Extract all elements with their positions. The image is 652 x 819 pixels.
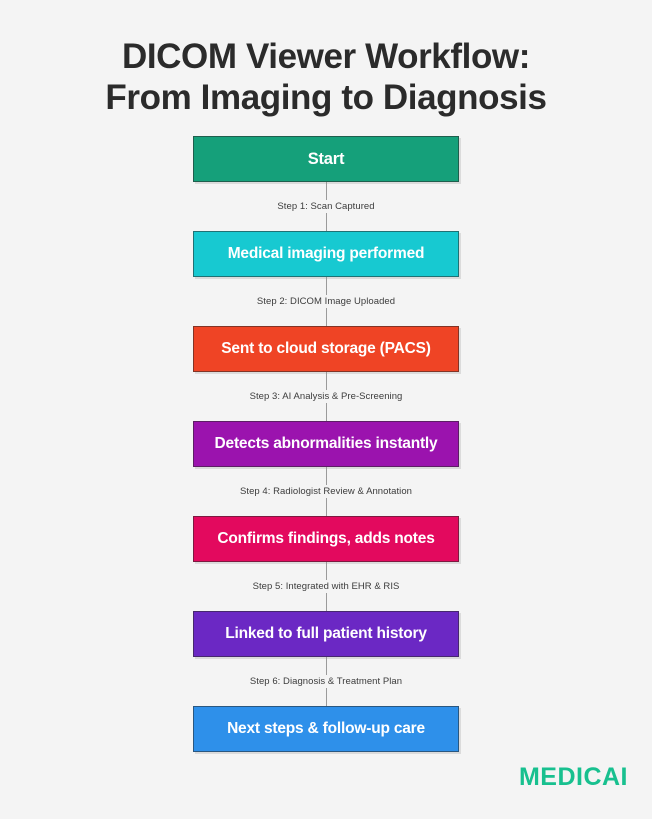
flow-node-label: Medical imaging performed	[227, 245, 425, 262]
flow-edge-label: Step 1: Scan Captured	[271, 200, 381, 213]
page-title-line-2: From Imaging to Diagnosis	[105, 78, 547, 117]
flow-node-patient-history[interactable]: Linked to full patient history	[193, 611, 459, 657]
flow-node-label: Start	[307, 149, 345, 168]
flow-connector-5: Step 5: Integrated with EHR & RIS	[193, 562, 459, 611]
flow-edge-label: Step 5: Integrated with EHR & RIS	[246, 580, 406, 593]
medicai-logo-text: MEDICAI	[518, 763, 628, 791]
medicai-logo: MEDICAI	[519, 763, 628, 792]
page-title-line-1: DICOM Viewer Workflow:	[121, 37, 531, 76]
flow-edge-label: Step 6: Diagnosis & Treatment Plan	[243, 675, 409, 688]
page-title: DICOM Viewer Workflow: From Imaging to D…	[0, 0, 652, 118]
flow-edge-label: Step 3: AI Analysis & Pre-Screening	[243, 390, 409, 403]
flow-node-label: Detects abnormalities instantly	[214, 435, 438, 452]
flow-node-label: Sent to cloud storage (PACS)	[221, 340, 431, 357]
flow-node-detect-abnormalities[interactable]: Detects abnormalities instantly	[193, 421, 459, 467]
flow-node-confirm-findings[interactable]: Confirms findings, adds notes	[193, 516, 459, 562]
flow-node-label: Linked to full patient history	[225, 625, 427, 642]
flow-node-cloud-storage[interactable]: Sent to cloud storage (PACS)	[193, 326, 459, 372]
flow-node-next-steps[interactable]: Next steps & follow-up care	[193, 706, 459, 752]
flow-connector-1: Step 1: Scan Captured	[193, 182, 459, 231]
flow-edge-label: Step 4: Radiologist Review & Annotation	[234, 485, 418, 498]
flow-connector-2: Step 2: DICOM Image Uploaded	[193, 277, 459, 326]
flow-node-label: Next steps & follow-up care	[227, 720, 425, 737]
flow-node-start[interactable]: Start	[193, 136, 459, 182]
workflow-diagram: Start Step 1: Scan Captured Medical imag…	[0, 136, 652, 752]
flow-connector-3: Step 3: AI Analysis & Pre-Screening	[193, 372, 459, 421]
flow-connector-6: Step 6: Diagnosis & Treatment Plan	[193, 657, 459, 706]
flow-node-medical-imaging[interactable]: Medical imaging performed	[193, 231, 459, 277]
flow-edge-label: Step 2: DICOM Image Uploaded	[250, 295, 402, 308]
flow-connector-4: Step 4: Radiologist Review & Annotation	[193, 467, 459, 516]
flow-node-label: Confirms findings, adds notes	[217, 530, 435, 547]
